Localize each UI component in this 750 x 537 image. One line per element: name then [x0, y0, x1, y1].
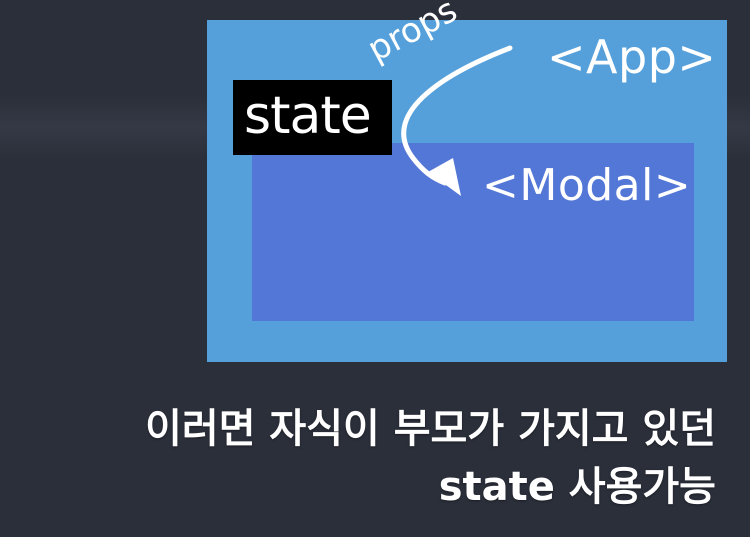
- modal-component-label: <Modal>: [482, 160, 692, 211]
- caption-line-2: state 사용가능: [438, 464, 716, 510]
- subtitle-caption: 이러면 자식이 부모가 가지고 있던 state 사용가능: [145, 400, 716, 516]
- state-box: [233, 80, 392, 155]
- state-label: state: [244, 86, 372, 146]
- app-component-label: <App>: [547, 30, 717, 84]
- caption-line-1: 이러면 자식이 부모가 가지고 있던: [145, 406, 716, 452]
